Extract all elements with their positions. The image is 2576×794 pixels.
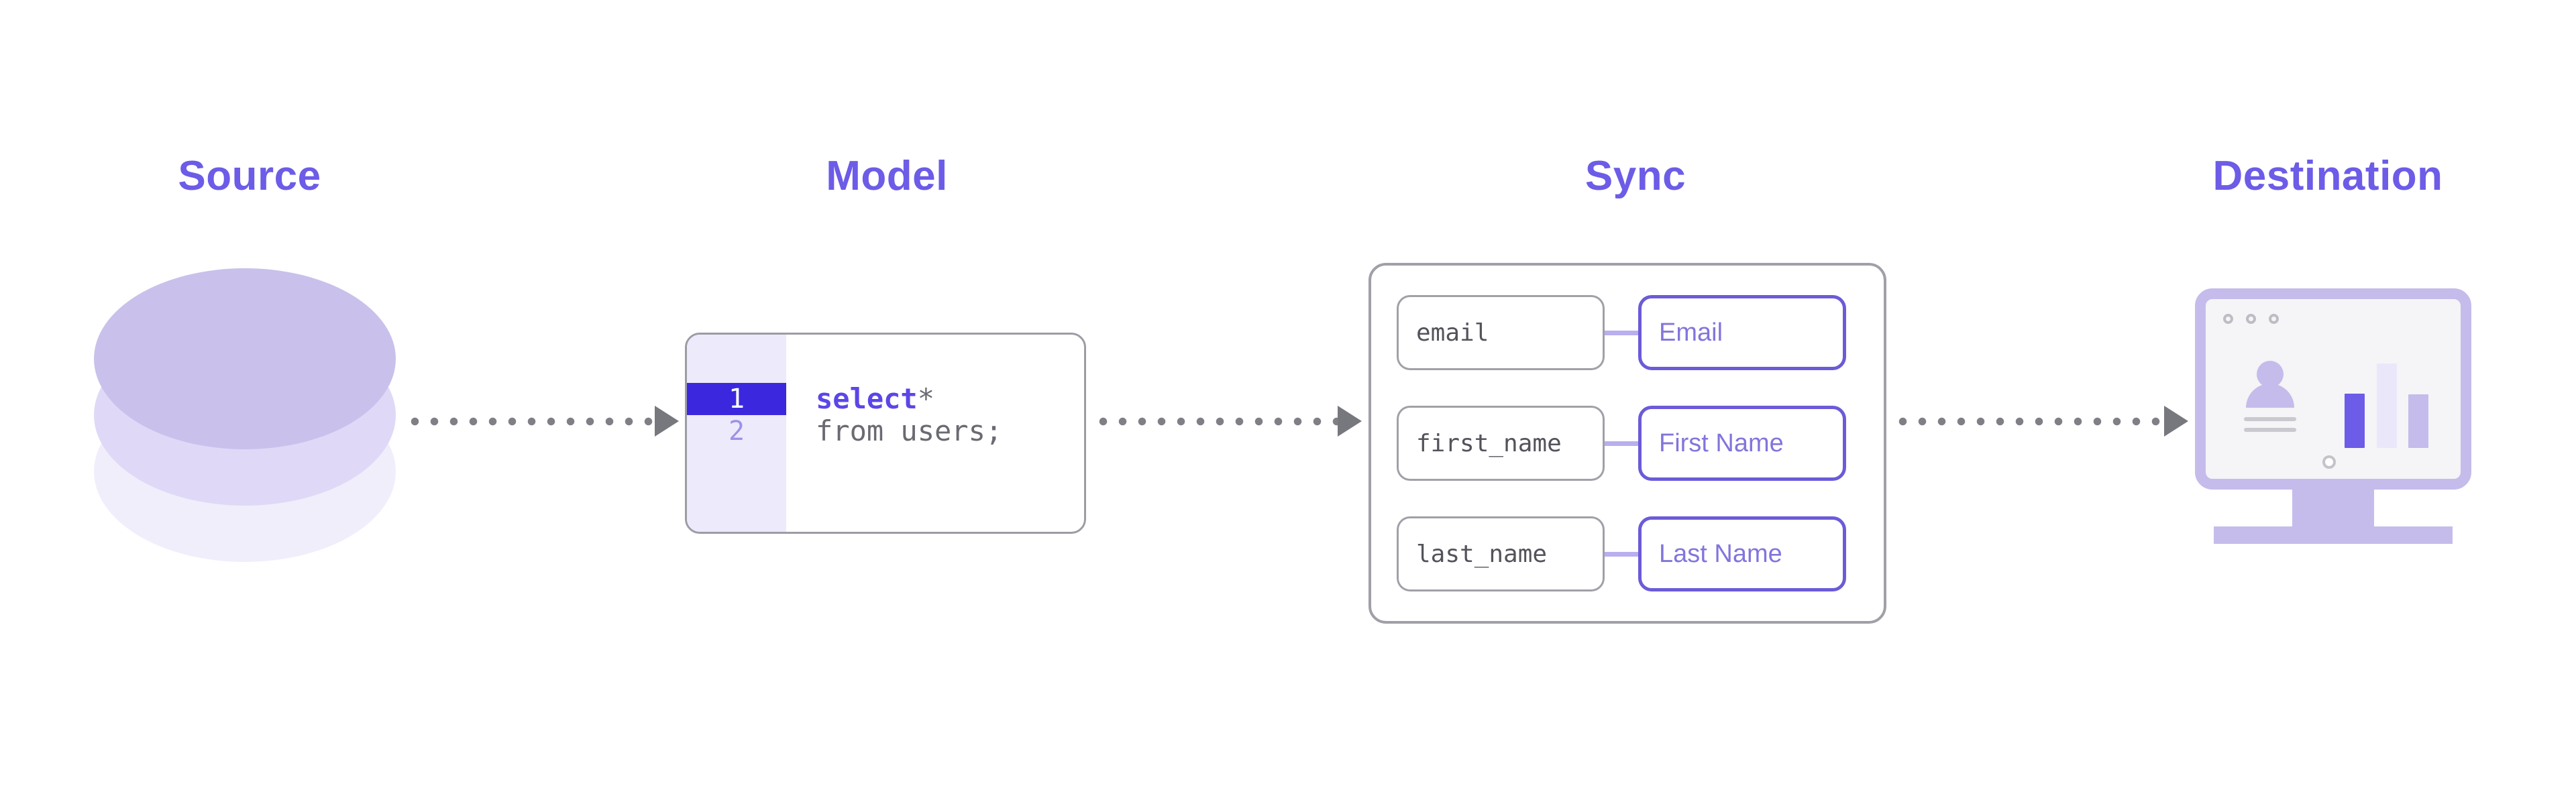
window-dot-icon [2269,314,2279,324]
connector-sync-to-destination [1893,406,2188,437]
stage-heading-source: Source [178,153,321,199]
destination-field-box[interactable]: Email [1638,295,1846,370]
mapping-row: first_name First Name [1397,404,1858,482]
connector-model-to-sync [1093,406,1362,437]
editor-line-number-gutter: 1 2 [687,335,786,532]
stage-heading-model: Model [826,153,948,199]
code-line-2: from users; [816,414,1003,447]
mapping-connector-line [1605,551,1638,557]
placeholder-text-line [2244,428,2296,432]
sql-model-editor[interactable]: 1 2 select* from users; [685,333,1086,534]
arrowhead-icon [2164,406,2188,437]
window-controls [2223,314,2279,324]
mapping-row: email Email [1397,294,1858,372]
window-dot-icon [2223,314,2233,324]
bar-chart-bar [2408,394,2428,448]
database-layer-top [94,268,396,449]
bar-chart-bar [2345,394,2365,448]
arrowhead-icon [655,406,679,437]
mapping-row: last_name Last Name [1397,515,1858,593]
destination-field-box[interactable]: First Name [1638,406,1846,481]
user-avatar-icon [2257,361,2284,388]
window-dot-icon [2246,314,2256,324]
monitor-stand-base [2214,526,2453,544]
monitor-stand-neck [2292,490,2374,531]
line-number-1: 1 [687,383,786,415]
monitor-screen [2195,288,2471,490]
destination-field-box[interactable]: Last Name [1638,516,1846,591]
mapping-connector-line [1605,441,1638,446]
placeholder-text-line [2244,417,2296,421]
stage-heading-destination: Destination [2212,153,2443,199]
editor-code-area[interactable]: select* from users; [786,335,1084,532]
dotted-line [1093,416,1340,426]
monitor-dashboard-icon [2195,288,2471,550]
source-field-box[interactable]: first_name [1397,406,1605,481]
arrowhead-icon [1338,406,1362,437]
bar-chart-bar [2377,363,2397,448]
dotted-line [405,416,657,426]
source-field-box[interactable]: email [1397,295,1605,370]
user-avatar-body [2246,384,2294,408]
connector-source-to-model [405,406,679,437]
stage-heading-sync: Sync [1585,153,1686,199]
sql-star-operator: * [917,382,935,415]
code-line-1: select* [816,383,1084,415]
mapping-connector-line [1605,330,1638,335]
monitor-power-button-icon [2322,455,2336,469]
sync-field-mapping-panel: email Email first_name First Name last_n… [1368,263,1886,624]
source-field-box[interactable]: last_name [1397,516,1605,591]
mapping-row-list: email Email first_name First Name last_n… [1397,294,1858,593]
line-number-2: 2 [728,416,745,447]
sql-keyword-select: select [816,382,918,415]
database-cylinder-icon [94,268,396,577]
dotted-line [1893,416,2167,426]
